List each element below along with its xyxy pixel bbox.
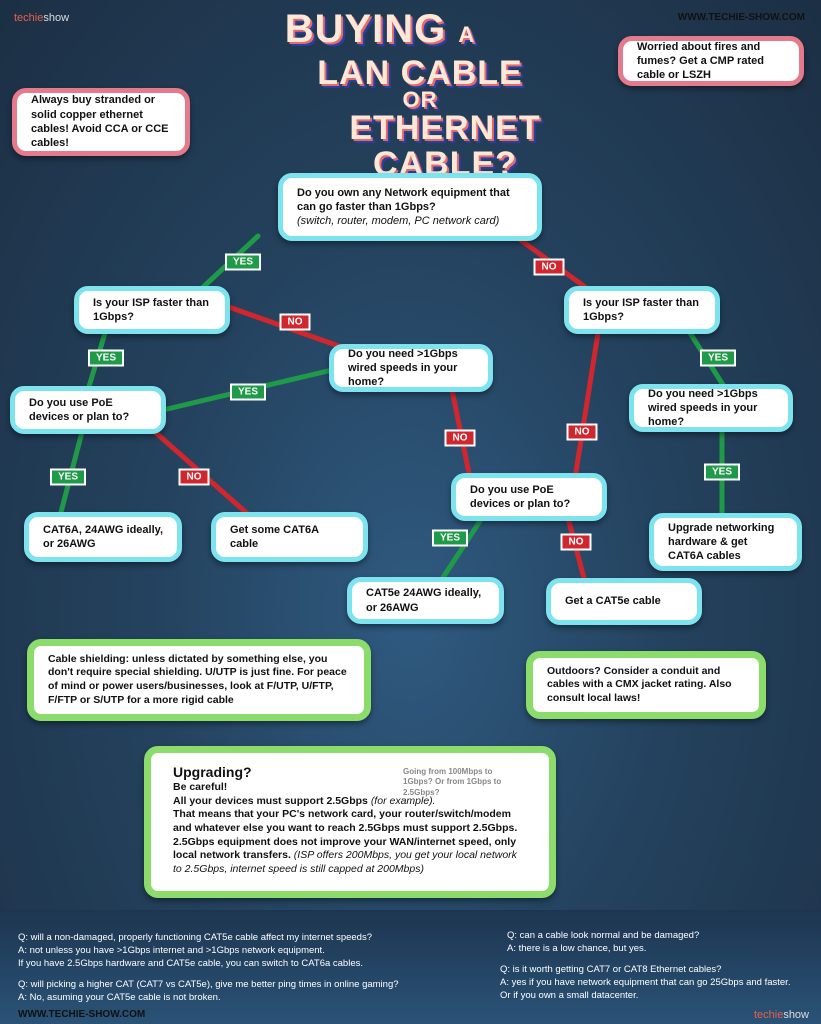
faq-item: Q: is it worth getting CAT7 or CAT8 Ethe… bbox=[500, 964, 791, 1001]
question-poe-left: Do you use PoE devices or plan to? bbox=[10, 386, 166, 434]
upgrading-line: That means that your PC's network card, … bbox=[173, 808, 518, 876]
edge-q7-a4 bbox=[437, 515, 485, 585]
edge-q5-q7 bbox=[572, 330, 601, 481]
question-wired-speed-right: Do you need >1Gbps wired speeds in your … bbox=[629, 384, 793, 432]
question-poe-center: Do you use PoE devices or plan to? bbox=[451, 473, 607, 521]
question-isp-left: Is your ISP faster than 1Gbps? bbox=[74, 286, 230, 334]
yes-label: YES bbox=[229, 383, 267, 401]
note-shielding: Cable shielding: unless dictated by some… bbox=[27, 639, 371, 721]
question-network-equipment: Do you own any Network equipment that ca… bbox=[278, 173, 542, 241]
answer-cat6a: Get some CAT6A cable bbox=[211, 512, 368, 562]
faq-footer: Q: will a non-damaged, properly function… bbox=[0, 910, 821, 1024]
note-fire: Worried about fires and fumes? Get a CMP… bbox=[618, 36, 804, 86]
yes-label: YES bbox=[699, 349, 737, 367]
note-upgrading: Going from 100Mbps to 1Gbps? Or from 1Gb… bbox=[144, 746, 556, 898]
question-isp-right: Is your ISP faster than 1Gbps? bbox=[564, 286, 720, 334]
no-label: NO bbox=[560, 533, 592, 551]
note-outdoors: Outdoors? Consider a conduit and cables … bbox=[526, 651, 766, 719]
no-label: NO bbox=[533, 258, 565, 276]
no-label: NO bbox=[444, 429, 476, 447]
faq-item: Q: can a cable look normal and be damage… bbox=[507, 930, 700, 954]
yes-label: YES bbox=[87, 349, 125, 367]
answer-cat6a-awg: CAT6A, 24AWG ideally, or 26AWG bbox=[24, 512, 182, 562]
brand-logo: techieshow bbox=[14, 12, 70, 24]
footer-brand-logo: techieshow bbox=[753, 1009, 809, 1021]
yes-label: YES bbox=[224, 253, 262, 271]
faq-item: Q: will a non-damaged, properly function… bbox=[18, 932, 372, 969]
no-label: NO bbox=[178, 468, 210, 486]
yes-label: YES bbox=[703, 463, 741, 481]
no-label: NO bbox=[566, 423, 598, 441]
page-title: BUYING A LAN CABLE OR ETHERNET CABLE? bbox=[284, 7, 541, 183]
answer-cat5e-awg: CAT5e 24AWG ideally, or 26AWG bbox=[347, 577, 504, 624]
upgrading-line: All your devices must support 2.5Gbps (f… bbox=[173, 794, 436, 807]
faq-item: Q: will picking a higher CAT (CAT7 vs CA… bbox=[18, 979, 399, 1003]
note-copper: Always buy stranded or solid copper ethe… bbox=[12, 88, 190, 156]
yes-label: YES bbox=[49, 468, 87, 486]
answer-upgrade-cat6a: Upgrade networking hardware & get CAT6A … bbox=[649, 513, 802, 571]
upgrading-side-note: Going from 100Mbps to 1Gbps? Or from 1Gb… bbox=[403, 767, 502, 797]
site-url[interactable]: WWW.TECHIE-SHOW.COM bbox=[677, 12, 805, 23]
footer-site-url[interactable]: WWW.TECHIE-SHOW.COM bbox=[18, 1009, 146, 1020]
no-label: NO bbox=[279, 313, 311, 331]
upgrading-line: Be careful! bbox=[173, 781, 228, 794]
question-wired-speed-left: Do you need >1Gbps wired speeds in your … bbox=[329, 344, 493, 392]
answer-cat5e: Get a CAT5e cable bbox=[546, 578, 702, 625]
upgrading-heading: Upgrading? bbox=[173, 764, 252, 780]
yes-label: YES bbox=[431, 529, 469, 547]
